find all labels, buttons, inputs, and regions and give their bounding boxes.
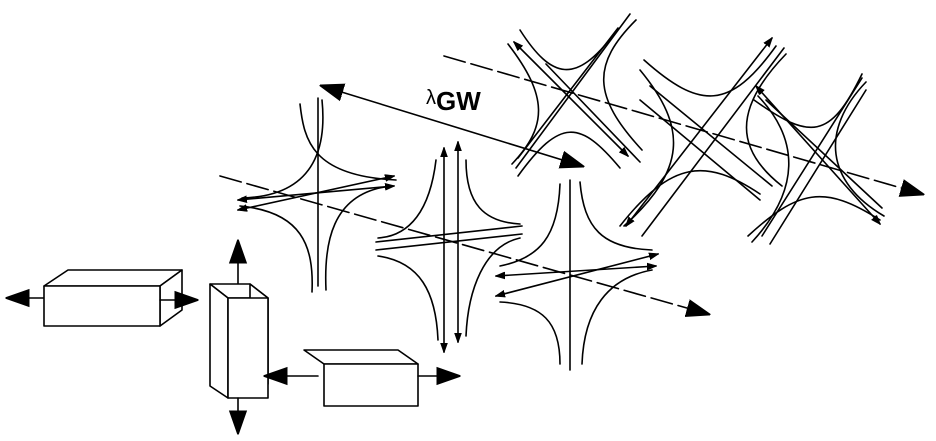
cross-polarization-pattern-2 [619, 38, 787, 237]
detector-box-center [209, 242, 269, 432]
gw-subscript: GW [436, 86, 481, 116]
plus-polarization-pattern-3 [496, 179, 658, 371]
cross-polarization-pattern-1 [507, 13, 643, 177]
plus-polarization-pattern-2 [375, 142, 523, 352]
cross-polarization-pattern-3 [747, 73, 885, 245]
wavelength-label: λGW [426, 86, 481, 116]
detector-box-right [266, 349, 458, 407]
plus-polarization-pattern-1 [238, 97, 397, 293]
propagation-axis-front [219, 175, 708, 314]
detector-box-left [8, 269, 196, 327]
lambda-symbol: λ [426, 87, 436, 109]
